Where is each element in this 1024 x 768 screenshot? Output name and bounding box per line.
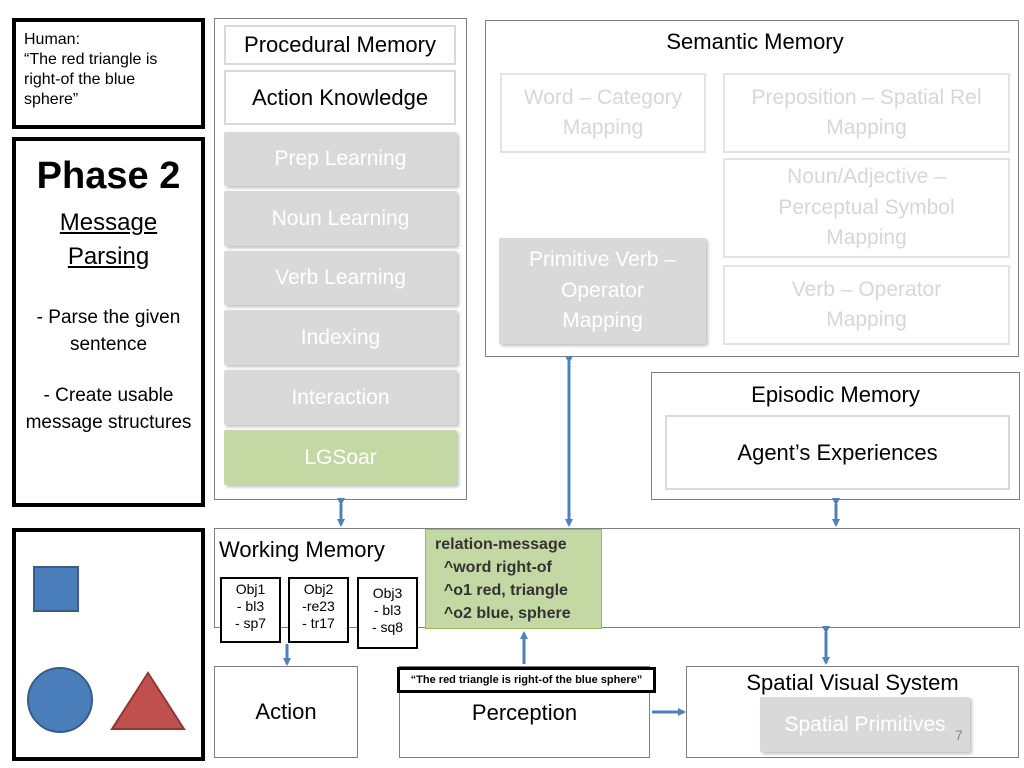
scene-shapes: [27, 566, 186, 733]
action-knowledge-box: Action Knowledge: [224, 70, 456, 125]
object-1-card: Obj1 - bl3 - sp7: [220, 577, 281, 643]
module-noun-learning: Noun Learning: [224, 191, 457, 246]
red-triangle-shape: [110, 671, 186, 730]
phase-bullet-create: - Create usable message structures: [25, 385, 192, 433]
spatial-visual-title: Spatial Visual System: [746, 670, 959, 695]
module-verb-learning: Verb Learning: [224, 251, 457, 305]
module-lgsoar: LGSoar: [224, 430, 457, 485]
spatial-primitives-box: Spatial Primitives: [760, 697, 970, 752]
blue-square-shape: [33, 566, 79, 612]
phase-bullet-parse: - Parse the given sentence: [36, 307, 181, 355]
page-number: 7: [955, 727, 963, 743]
human-utterance-box: Human: “The red triangle is right-of the…: [12, 18, 205, 129]
perception-sentence: “The red triangle is right-of the blue s…: [397, 667, 656, 693]
phase-subtitle-line2: Parsing: [67, 243, 150, 270]
word-category-mapping: Word – Category Mapping: [500, 73, 706, 153]
action-panel: Action: [214, 666, 358, 758]
object-2-card: Obj2 -re23 - tr17: [288, 577, 349, 643]
phase-subtitle-line1: Message: [59, 209, 158, 236]
noun-adjective-mapping: Noun/Adjective – Perceptual Symbol Mappi…: [723, 158, 1010, 258]
phase-title: Phase 2: [36, 155, 181, 197]
scene-shapes-box: [12, 528, 205, 761]
episodic-memory-title: Episodic Memory: [751, 382, 920, 407]
object-3-card: Obj3 - bl3 - sq8: [357, 577, 418, 649]
primitive-verb-mapping: Primitive Verb – Operator Mapping: [499, 238, 706, 344]
working-memory-title: Working Memory: [219, 537, 385, 562]
procedural-memory-title: Procedural Memory: [224, 25, 456, 65]
perception-title: Perception: [471, 700, 578, 725]
module-interaction: Interaction: [224, 370, 457, 425]
agent-experiences-box: Agent’s Experiences: [665, 415, 1010, 490]
phase-subtitle: Message Parsing: [16, 206, 201, 274]
module-indexing: Indexing: [224, 310, 457, 365]
phase-box: Phase 2 Message Parsing - Parse the give…: [12, 137, 205, 507]
relation-message-box: relation-message ^word right-of ^o1 red,…: [425, 529, 602, 629]
verb-operator-mapping: Verb – Operator Mapping: [723, 265, 1010, 345]
blue-circle-shape: [27, 667, 93, 733]
semantic-memory-title: Semantic Memory: [666, 29, 844, 54]
module-prep-learning: Prep Learning: [224, 132, 457, 186]
preposition-spatial-mapping: Preposition – Spatial Rel Mapping: [723, 73, 1010, 153]
